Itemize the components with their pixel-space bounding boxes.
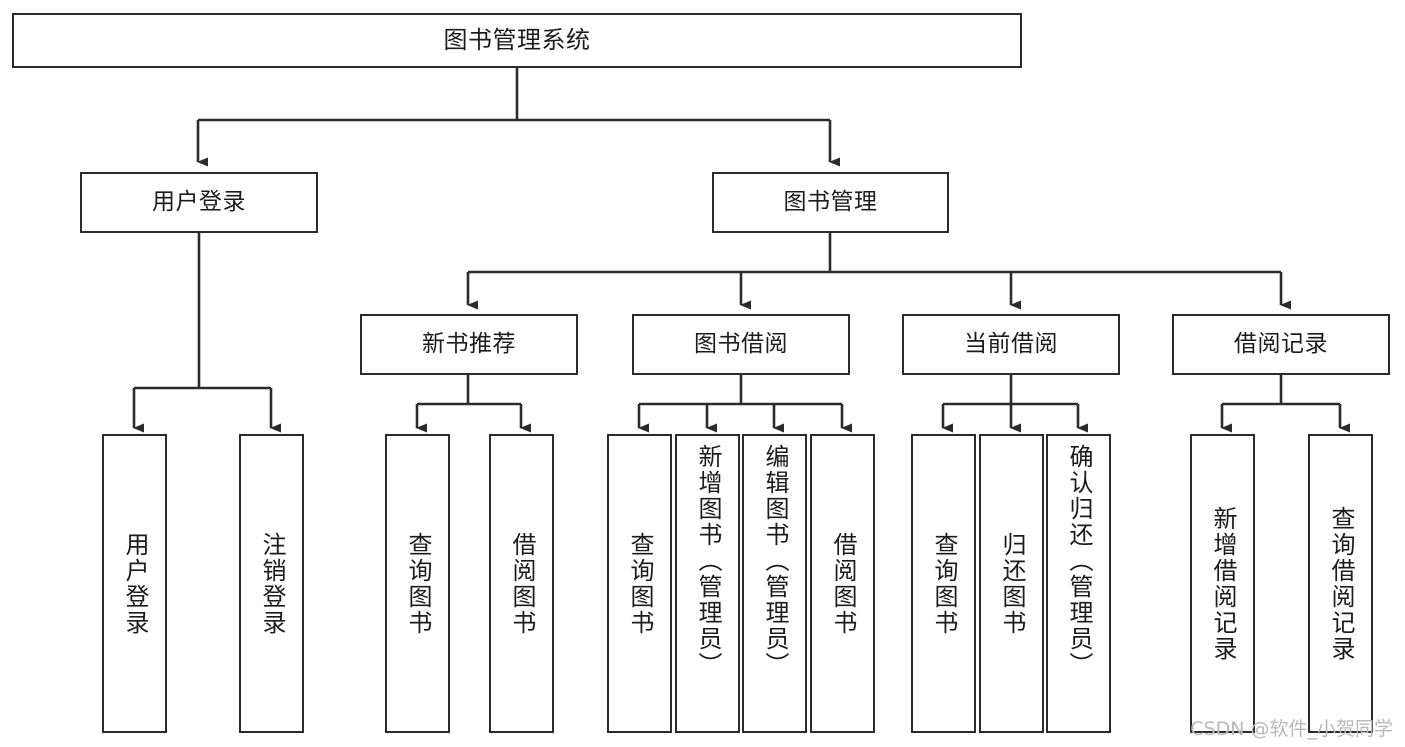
node-root[interactable]: 图书管理系统 <box>12 13 1022 68</box>
node-leaf-return-book-label: 归还图书 <box>997 531 1026 636</box>
node-leaf-query-book-1-label: 查询图书 <box>403 531 432 636</box>
node-leaf-add-book-admin-label: 新增图书（管理员） <box>693 444 722 678</box>
node-book-borrow-label: 图书借阅 <box>694 330 788 357</box>
node-leaf-logout-login-label: 注销登录 <box>257 531 286 636</box>
node-new-book-recommend[interactable]: 新书推荐 <box>360 314 578 375</box>
node-leaf-query-borrow-record[interactable]: 查询借阅记录 <box>1308 434 1373 733</box>
node-root-label: 图书管理系统 <box>443 26 591 55</box>
node-new-book-recommend-label: 新书推荐 <box>422 330 516 357</box>
node-leaf-borrow-book-1-label: 借阅图书 <box>507 531 536 636</box>
node-leaf-user-login-label: 用户登录 <box>120 531 149 636</box>
node-book-management-label: 图书管理 <box>783 188 878 215</box>
node-book-borrow[interactable]: 图书借阅 <box>632 314 850 375</box>
node-borrow-record-label: 借阅记录 <box>1234 330 1328 357</box>
node-leaf-return-book[interactable]: 归还图书 <box>979 434 1044 733</box>
node-current-borrow[interactable]: 当前借阅 <box>902 314 1120 375</box>
node-leaf-add-borrow-record-label: 新增借阅记录 <box>1208 505 1237 662</box>
node-leaf-edit-book-admin[interactable]: 编辑图书（管理员） <box>742 434 807 733</box>
node-leaf-query-book-2-label: 查询图书 <box>625 531 654 636</box>
node-leaf-borrow-book-2-label: 借阅图书 <box>828 531 857 636</box>
node-user-login-label: 用户登录 <box>152 188 246 215</box>
node-leaf-logout-login[interactable]: 注销登录 <box>239 434 304 733</box>
node-leaf-add-book-admin[interactable]: 新增图书（管理员） <box>675 434 740 733</box>
node-leaf-edit-book-admin-label: 编辑图书（管理员） <box>760 444 789 678</box>
node-leaf-confirm-return-admin-label: 确认归还（管理员） <box>1064 444 1093 678</box>
node-leaf-query-book-3[interactable]: 查询图书 <box>911 434 976 733</box>
node-leaf-user-login[interactable]: 用户登录 <box>102 434 167 733</box>
node-leaf-query-book-1[interactable]: 查询图书 <box>385 434 450 733</box>
node-leaf-confirm-return-admin[interactable]: 确认归还（管理员） <box>1046 434 1111 733</box>
node-leaf-query-borrow-record-label: 查询借阅记录 <box>1326 505 1355 662</box>
node-leaf-add-borrow-record[interactable]: 新增借阅记录 <box>1190 434 1255 733</box>
node-leaf-borrow-book-1[interactable]: 借阅图书 <box>489 434 554 733</box>
node-leaf-query-book-3-label: 查询图书 <box>929 531 958 636</box>
node-user-login[interactable]: 用户登录 <box>80 172 318 233</box>
node-leaf-borrow-book-2[interactable]: 借阅图书 <box>810 434 875 733</box>
node-book-management[interactable]: 图书管理 <box>712 172 949 233</box>
csdn-watermark: CSDN @软件_小贺同学 <box>1190 718 1393 740</box>
node-borrow-record[interactable]: 借阅记录 <box>1172 314 1390 375</box>
node-leaf-query-book-2[interactable]: 查询图书 <box>607 434 672 733</box>
node-current-borrow-label: 当前借阅 <box>964 330 1058 357</box>
